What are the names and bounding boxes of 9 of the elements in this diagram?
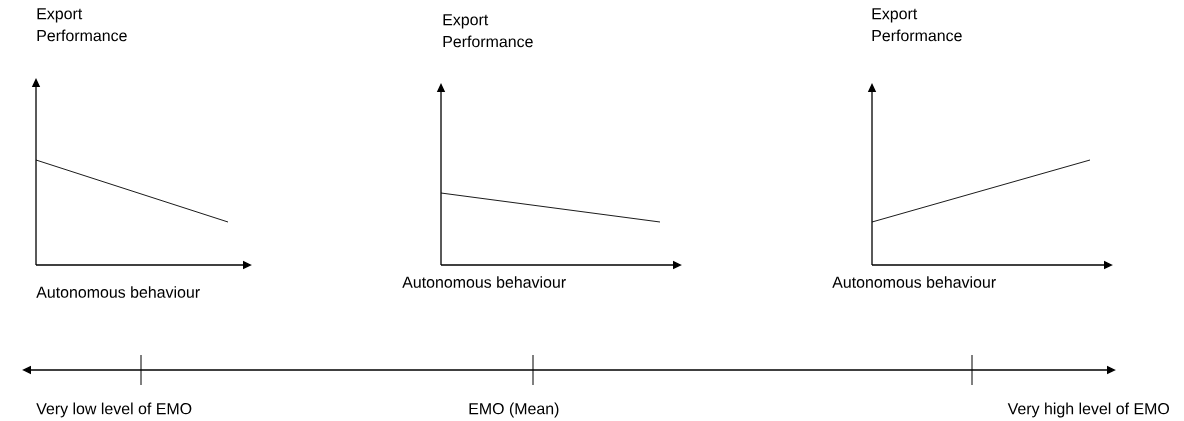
axis-label: Autonomous behaviour <box>36 286 200 298</box>
scale-label: Very high level of EMO <box>1007 402 1169 418</box>
axis-label: Export Performance <box>443 14 533 48</box>
axis-label: Export Performance <box>37 8 127 42</box>
axis-label: Autonomous behaviour <box>402 276 566 288</box>
axis-label: Autonomous behaviour <box>832 276 996 288</box>
scale-label: Very low level of EMO <box>36 402 192 418</box>
scale-label: EMO (Mean) <box>469 402 559 418</box>
axis-label: Export Performance <box>872 8 962 42</box>
